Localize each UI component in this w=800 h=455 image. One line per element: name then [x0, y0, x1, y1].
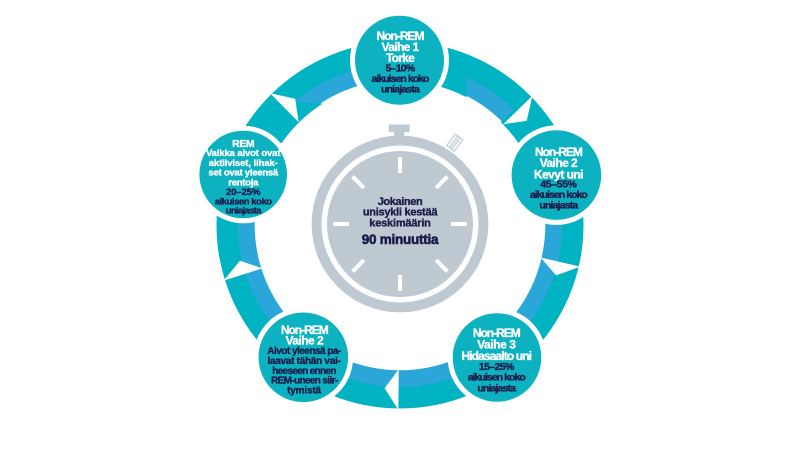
svg-text:aikuisen koko: aikuisen koko	[215, 196, 273, 207]
svg-text:90 minuuttia: 90 minuuttia	[362, 232, 439, 247]
svg-text:Torke: Torke	[386, 51, 415, 65]
svg-text:REM-uneen siir-: REM-uneen siir-	[271, 376, 338, 387]
svg-text:aktiiviset, lihak-: aktiiviset, lihak-	[209, 158, 278, 169]
svg-text:Aivot yleensä pa-: Aivot yleensä pa-	[267, 346, 341, 357]
svg-text:Non-REM: Non-REM	[473, 326, 521, 340]
svg-text:Non-REM: Non-REM	[535, 145, 583, 159]
svg-text:uniajasta: uniajasta	[477, 382, 516, 394]
svg-text:aikuisen koko: aikuisen koko	[530, 189, 588, 201]
svg-text:aikuisen koko: aikuisen koko	[372, 73, 430, 85]
svg-text:set ovat yleensä: set ovat yleensä	[208, 168, 279, 179]
svg-text:tymistä: tymistä	[287, 386, 321, 397]
svg-text:20–25%: 20–25%	[226, 187, 261, 198]
svg-text:45–55%: 45–55%	[540, 179, 577, 191]
svg-text:Vaihe 1: Vaihe 1	[381, 40, 419, 54]
svg-text:Jokainen: Jokainen	[378, 196, 423, 208]
svg-text:Vaihe 2: Vaihe 2	[540, 156, 578, 170]
svg-text:Vaikka aivot ovat: Vaikka aivot ovat	[206, 148, 281, 159]
svg-text:REM: REM	[232, 138, 255, 150]
svg-text:uniajasta: uniajasta	[226, 206, 262, 217]
svg-text:uniajasta: uniajasta	[539, 199, 578, 211]
svg-text:rentoja: rentoja	[228, 177, 259, 188]
svg-text:5–10%: 5–10%	[386, 63, 416, 75]
svg-text:keskimäärin: keskimäärin	[369, 218, 431, 230]
svg-text:heeseen ennen: heeseen ennen	[272, 366, 336, 377]
svg-text:uniajasta: uniajasta	[381, 83, 420, 95]
svg-text:laavat tähän vai-: laavat tähän vai-	[267, 356, 340, 367]
svg-text:unisykli kestää: unisykli kestää	[363, 207, 439, 219]
svg-text:Non-REM: Non-REM	[377, 29, 425, 43]
svg-text:Non-REM: Non-REM	[281, 323, 329, 337]
svg-text:Vaihe 2: Vaihe 2	[286, 333, 324, 347]
svg-text:Hidasaalto uni: Hidasaalto uni	[461, 349, 531, 363]
svg-text:Kevyt uni: Kevyt uni	[534, 168, 583, 182]
svg-text:15–25%: 15–25%	[479, 361, 515, 373]
svg-text:Vaihe 3: Vaihe 3	[477, 338, 516, 352]
svg-text:aikuisen koko: aikuisen koko	[468, 372, 526, 384]
